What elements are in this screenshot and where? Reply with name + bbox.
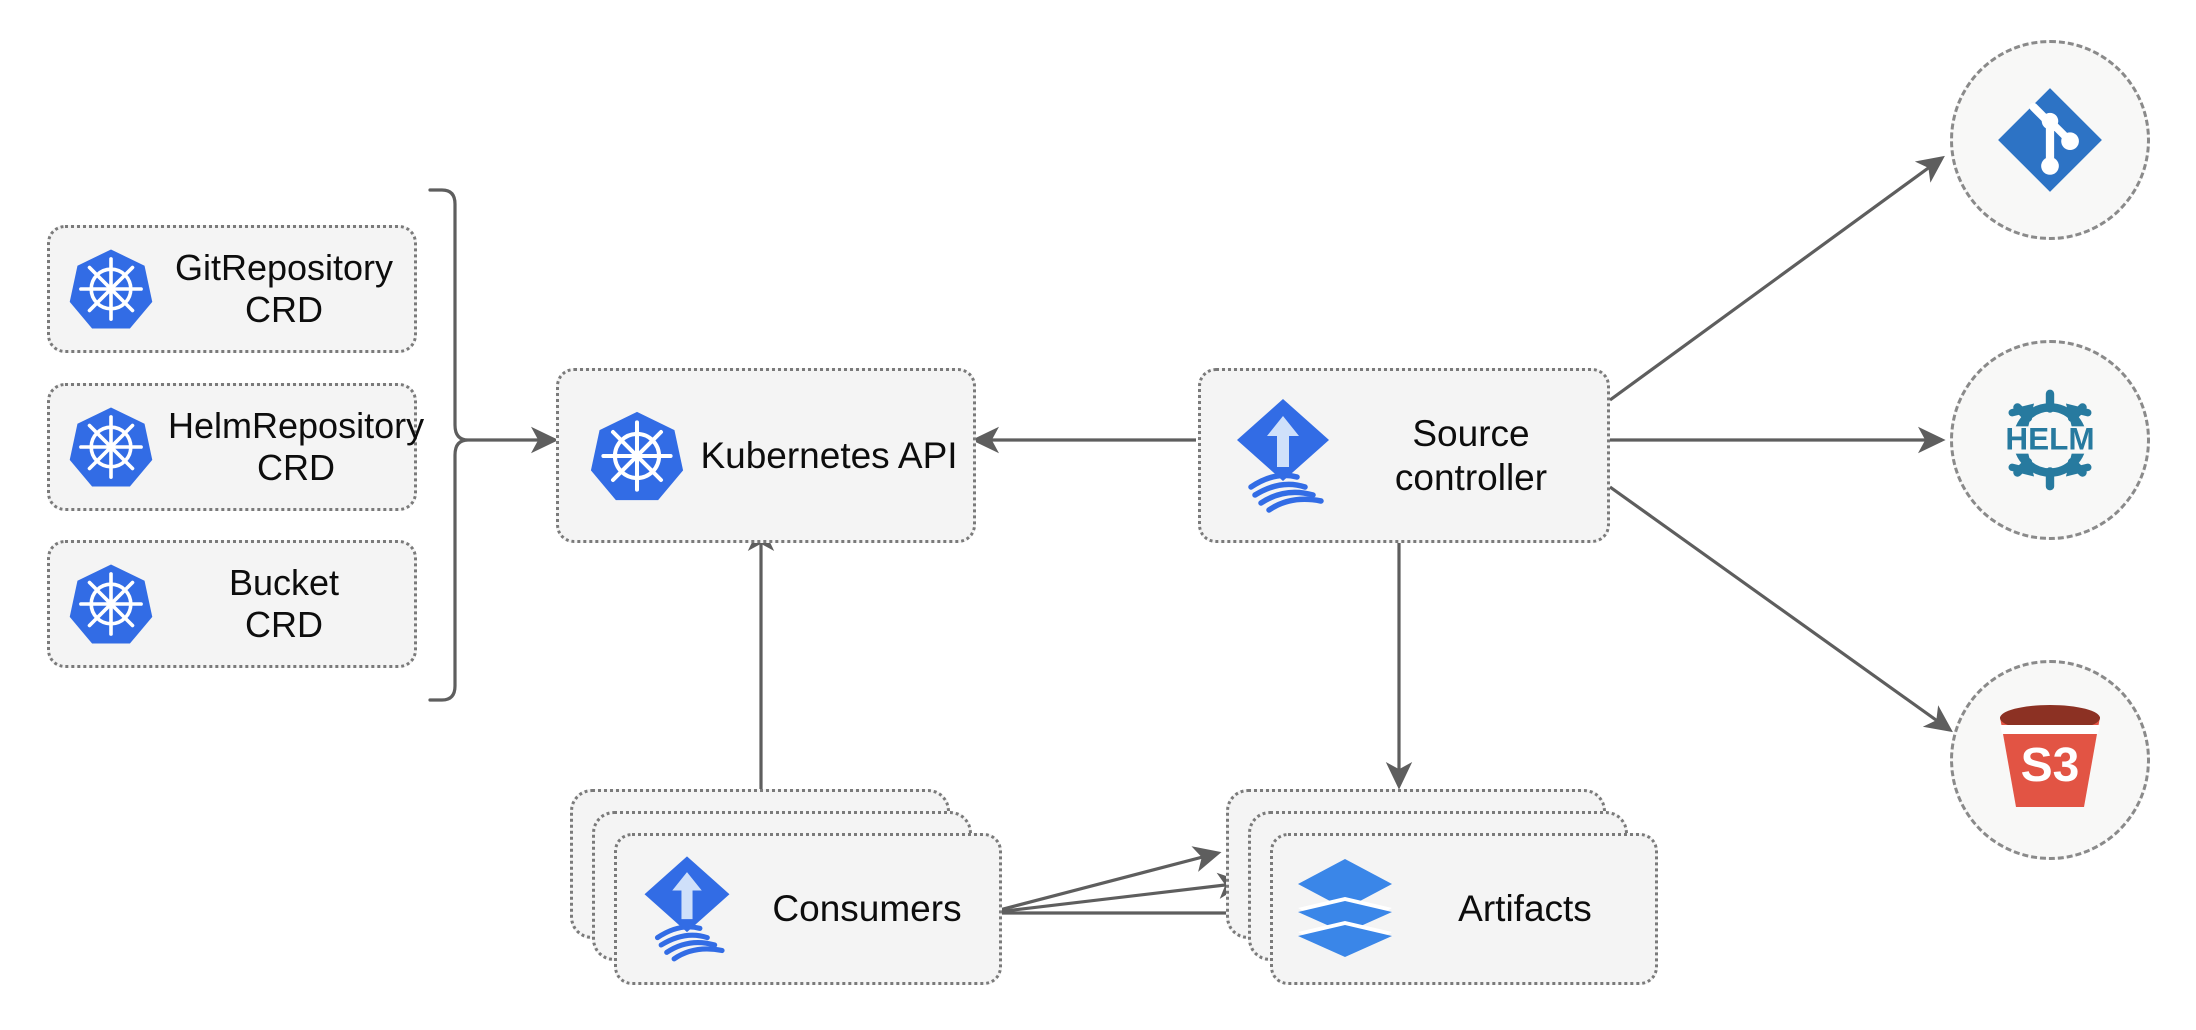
kubernetes-icon	[68, 404, 154, 490]
node-label: Artifacts	[1458, 888, 1592, 930]
node-kubernetes-api[interactable]: Kubernetes API	[556, 368, 976, 543]
node-helm-source[interactable]: HELM	[1950, 340, 2150, 540]
flux-icon	[1231, 395, 1335, 517]
edge-consumers-to-artifacts-1	[987, 846, 1222, 915]
node-label: Kubernetes API	[700, 434, 958, 476]
s3-wordmark: S3	[2021, 739, 2080, 792]
kubernetes-icon	[68, 561, 154, 647]
edge-controller-to-s3	[1609, 485, 1953, 733]
layers-icon	[1295, 857, 1395, 961]
kubernetes-icon	[68, 246, 154, 332]
node-helmrepository-crd[interactable]: HelmRepository CRD	[47, 383, 424, 511]
node-s3-source[interactable]: S3	[1950, 660, 2150, 860]
kubernetes-icon	[589, 408, 685, 504]
edge-controller-to-git	[1609, 155, 1945, 402]
node-label: Source controller	[1394, 412, 1548, 498]
node-label: Bucket CRD	[228, 561, 340, 645]
s3-bucket-icon: S3	[1988, 701, 2112, 819]
node-label: Consumers	[772, 888, 962, 930]
node-consumers[interactable]: Consumers	[614, 833, 1002, 985]
node-bucket-crd[interactable]: Bucket CRD	[47, 540, 417, 668]
node-artifacts[interactable]: Artifacts	[1270, 833, 1658, 985]
helm-wordmark: HELM	[2005, 420, 2094, 456]
node-source-controller[interactable]: Source controller	[1198, 368, 1610, 543]
node-label: HelmRepository CRD	[168, 404, 425, 488]
node-git-source[interactable]	[1950, 40, 2150, 240]
git-icon	[1991, 81, 2109, 199]
edge-consumers-to-artifacts-2	[987, 872, 1246, 915]
node-artifacts-stack[interactable]: Artifacts	[1226, 789, 1658, 985]
helm-icon: HELM	[1987, 377, 2113, 503]
node-consumers-stack[interactable]: Consumers	[570, 789, 1002, 985]
node-label: GitRepository CRD	[174, 246, 394, 330]
flux-icon	[639, 851, 735, 967]
node-gitrepository-crd[interactable]: GitRepository CRD	[47, 225, 417, 353]
